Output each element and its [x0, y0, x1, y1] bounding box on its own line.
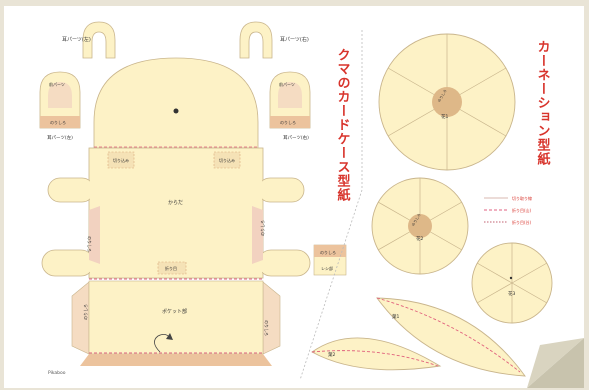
- flower-large-label: 花1: [441, 113, 448, 120]
- small-piece-top-label: のりしろ: [320, 249, 336, 255]
- ear-piece-left-caption: 耳パーツ(左): [47, 134, 73, 141]
- small-piece-bottom-label: レシ部: [321, 265, 333, 271]
- flower-small-center-dot: [509, 276, 513, 280]
- slot-left: [107, 151, 135, 169]
- pocket-flap-right-label: のりしろ: [264, 320, 270, 336]
- flower-small-label: 花3: [508, 290, 515, 297]
- ear-piece-right-bottom: のりしろ: [280, 119, 296, 125]
- logo-text: Pikaboo: [48, 370, 66, 376]
- ear-piece-left-tab: [40, 116, 80, 128]
- side-tab-left-label: のりしろ: [87, 236, 93, 252]
- slot-left-label: 切り込み: [113, 157, 129, 163]
- center-tab-label: 折り目: [165, 265, 177, 271]
- legend-valley-label: 折り目(谷): [512, 219, 532, 225]
- leaf-bottom-label: 葉2: [328, 351, 335, 358]
- leaf-bottom: [311, 337, 442, 371]
- pocket-label: ポケット部: [162, 308, 187, 315]
- carnation-title: カーネーション型紙: [535, 40, 551, 166]
- ear-piece-left-bottom: のりしろ: [50, 119, 66, 125]
- bear-title: クマのカードケース型紙: [335, 48, 351, 202]
- bear-body: [88, 147, 264, 279]
- ear-piece-right-tab: [270, 116, 310, 128]
- bottom-tab: [80, 354, 272, 366]
- arm-upper-right: [257, 177, 305, 203]
- flower-medium-center: [408, 214, 432, 238]
- separator-diagonal: [299, 189, 363, 381]
- side-tab-right: [252, 206, 263, 264]
- arm-lower-left: [41, 249, 95, 277]
- body-label: からだ: [168, 199, 183, 206]
- ear-piece-right-caption: 耳パーツ(右): [283, 134, 309, 141]
- pocket-panel: [88, 280, 264, 355]
- leaf-top: [376, 297, 526, 377]
- fold-arrow-icon: [154, 334, 171, 353]
- flower-small-petal-lines: [476, 243, 548, 323]
- leaf-top-fold: [376, 297, 521, 373]
- side-tab-right-label: のりしろ: [259, 220, 265, 236]
- bear-head: [93, 57, 259, 149]
- ear-left-label: 耳パーツ(左): [62, 36, 91, 43]
- leaf-bottom-fold: [311, 350, 439, 367]
- side-tab-left: [89, 206, 100, 264]
- ear-right-label: 耳パーツ(右): [280, 36, 309, 43]
- flower-large-center: [432, 87, 462, 117]
- page-curl-fold: [527, 338, 584, 388]
- ear-piece-left-top: 前パーツ: [49, 81, 65, 87]
- line-legend: 切り取り線 折り目(山) 折り目(谷): [484, 195, 532, 225]
- arm-upper-left: [47, 177, 95, 203]
- legend-cut-label: 切り取り線: [512, 195, 532, 201]
- flower-medium-label: 花2: [416, 235, 423, 242]
- slot-right-label: 切り込み: [219, 157, 235, 163]
- bear-nose-dot: [173, 108, 179, 114]
- flower-medium-tag: のりしろ: [410, 212, 421, 227]
- flower-large-tag: のりしろ: [436, 88, 447, 103]
- ear-piece-right-top: 前パーツ: [279, 81, 295, 87]
- fold-arrow-head-icon: [166, 333, 173, 340]
- ear-piece-left-inner: [48, 82, 72, 108]
- arm-lower-right: [257, 249, 311, 277]
- ear-arch-right: [239, 21, 273, 59]
- ear-piece-right-inner: [278, 82, 302, 108]
- legend-mountain-label: 折り目(山): [512, 207, 532, 213]
- slot-right: [213, 151, 241, 169]
- pocket-flap-left-label: のりしろ: [82, 304, 88, 320]
- small-piece-tab: [314, 245, 346, 257]
- leaf-top-label: 葉1: [392, 313, 399, 320]
- ear-arch-left: [82, 21, 116, 59]
- center-tab: [157, 261, 187, 275]
